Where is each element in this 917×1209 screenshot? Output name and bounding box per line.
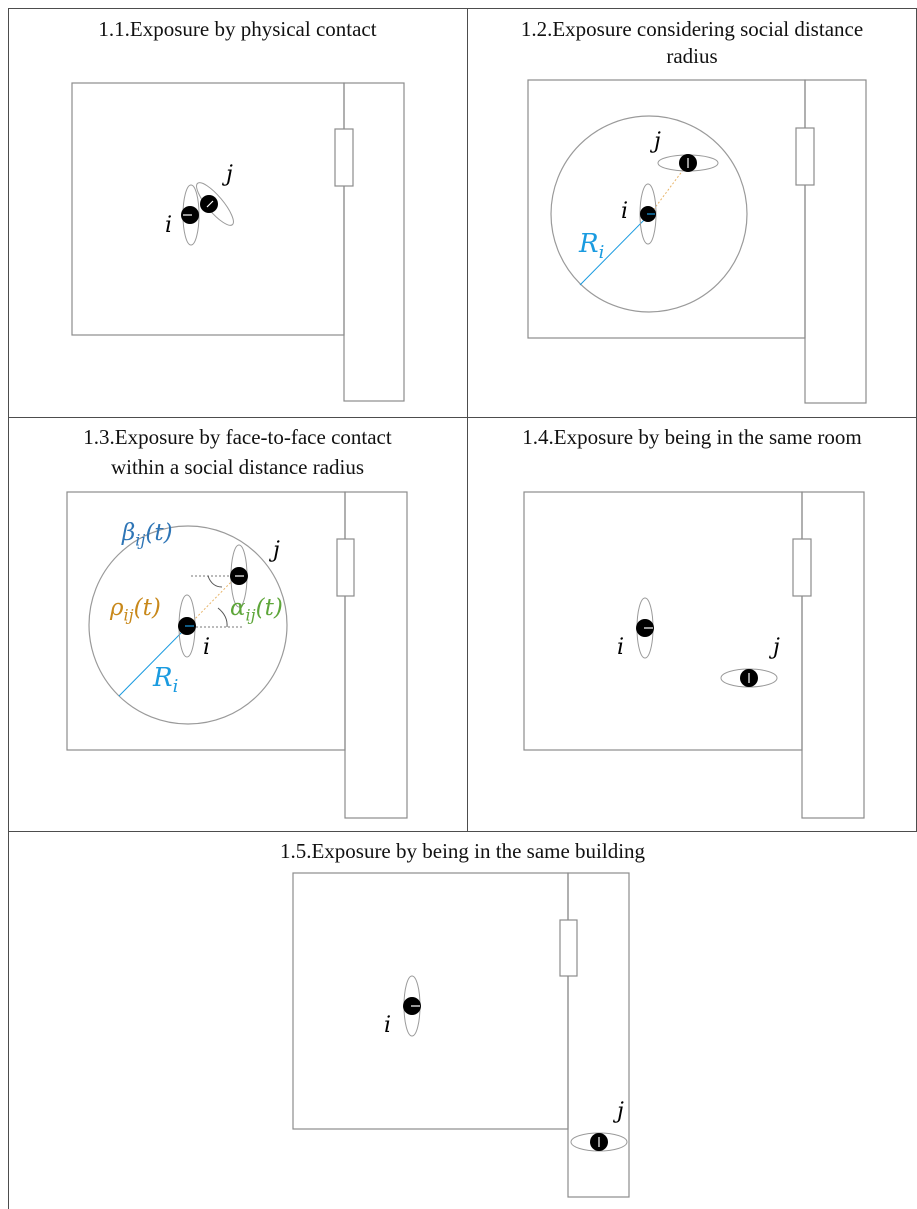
panel-1-3: 1.3.Exposure by face-to-face contact wit… — [8, 417, 467, 831]
person-j — [196, 182, 234, 226]
radius-line — [118, 627, 187, 697]
panel-title-line2: radius — [666, 44, 718, 68]
alpha-argument: (t) — [255, 595, 283, 621]
person-i — [639, 183, 657, 245]
rho-argument: (t) — [133, 595, 161, 621]
panel-1-4: 1.4.Exposure by being in the same room i… — [467, 417, 917, 831]
label-j: j — [226, 162, 233, 187]
label-i: i — [617, 635, 625, 660]
distance-line — [650, 165, 687, 214]
distance-line — [189, 576, 237, 625]
alpha-label: αij(t) — [230, 595, 283, 625]
label-j: j — [617, 1099, 624, 1124]
corridor — [804, 79, 867, 404]
label-i: i — [203, 635, 211, 660]
person-j — [720, 668, 778, 688]
radius-subscript: i — [172, 676, 179, 698]
person-i — [636, 597, 654, 659]
person-j — [230, 544, 248, 608]
door — [795, 127, 815, 186]
panel-title-line2: within a social distance radius — [110, 455, 365, 479]
panel-title: 1.5.Exposure by being in the same buildi… — [279, 839, 646, 863]
door — [334, 128, 354, 187]
radius-symbol: R — [579, 229, 599, 259]
panel-1-2: 1.2.Exposure considering social distance… — [467, 8, 917, 417]
label-j: j — [654, 129, 661, 154]
rho-symbol: ρ — [110, 595, 124, 621]
room — [523, 491, 803, 751]
corridor — [801, 491, 865, 819]
room-diagram — [66, 491, 408, 819]
room — [292, 872, 569, 1130]
corridor — [343, 82, 405, 402]
corridor — [567, 872, 630, 1198]
room — [66, 491, 346, 751]
panel-title-line1: 1.3.Exposure by face-to-face contact — [83, 425, 392, 449]
panel-1-1: 1.1.Exposure by physical contact i j — [8, 8, 467, 417]
social-distance-circle — [88, 525, 288, 725]
radius-label: Ri — [153, 663, 178, 697]
door — [792, 538, 812, 597]
alpha-subscript: ij — [245, 605, 256, 625]
label-i: i — [621, 199, 629, 224]
building-diagram — [292, 872, 630, 1198]
rho-label: ρij(t) — [110, 595, 161, 625]
radius-line — [579, 216, 648, 286]
radius-subscript: i — [598, 242, 605, 264]
label-i: i — [384, 1013, 392, 1038]
room-diagram — [71, 82, 405, 402]
label-j: j — [273, 538, 280, 563]
radius-label: Ri — [579, 229, 604, 263]
panel-title: 1.4.Exposure by being in the same room — [522, 425, 862, 449]
beta-subscript: ij — [135, 530, 146, 550]
beta-arc — [207, 575, 223, 588]
panel-title: 1.1.Exposure by physical contact — [98, 17, 377, 41]
door — [559, 919, 578, 977]
alpha-arc — [217, 607, 228, 628]
rho-subscript: ij — [123, 605, 134, 625]
beta-symbol: β — [122, 520, 136, 546]
room — [527, 79, 806, 339]
radius-symbol: R — [153, 663, 173, 693]
beta-label: βij(t) — [122, 520, 173, 550]
person-j — [657, 154, 719, 172]
label-i: i — [165, 213, 173, 238]
person-i — [403, 975, 421, 1037]
person-i — [181, 184, 200, 246]
corridor — [344, 491, 408, 819]
label-j: j — [773, 635, 780, 660]
room-diagram — [523, 491, 865, 819]
door — [336, 538, 355, 597]
room-diagram — [527, 79, 867, 404]
beta-argument: (t) — [145, 520, 173, 546]
person-j — [570, 1132, 628, 1152]
panel-1-5: 1.5.Exposure by being in the same buildi… — [8, 831, 917, 1209]
person-i — [178, 594, 196, 658]
social-distance-circle — [550, 115, 748, 313]
panel-title-line1: 1.2.Exposure considering social distance — [520, 17, 864, 41]
alpha-symbol: α — [230, 595, 246, 621]
